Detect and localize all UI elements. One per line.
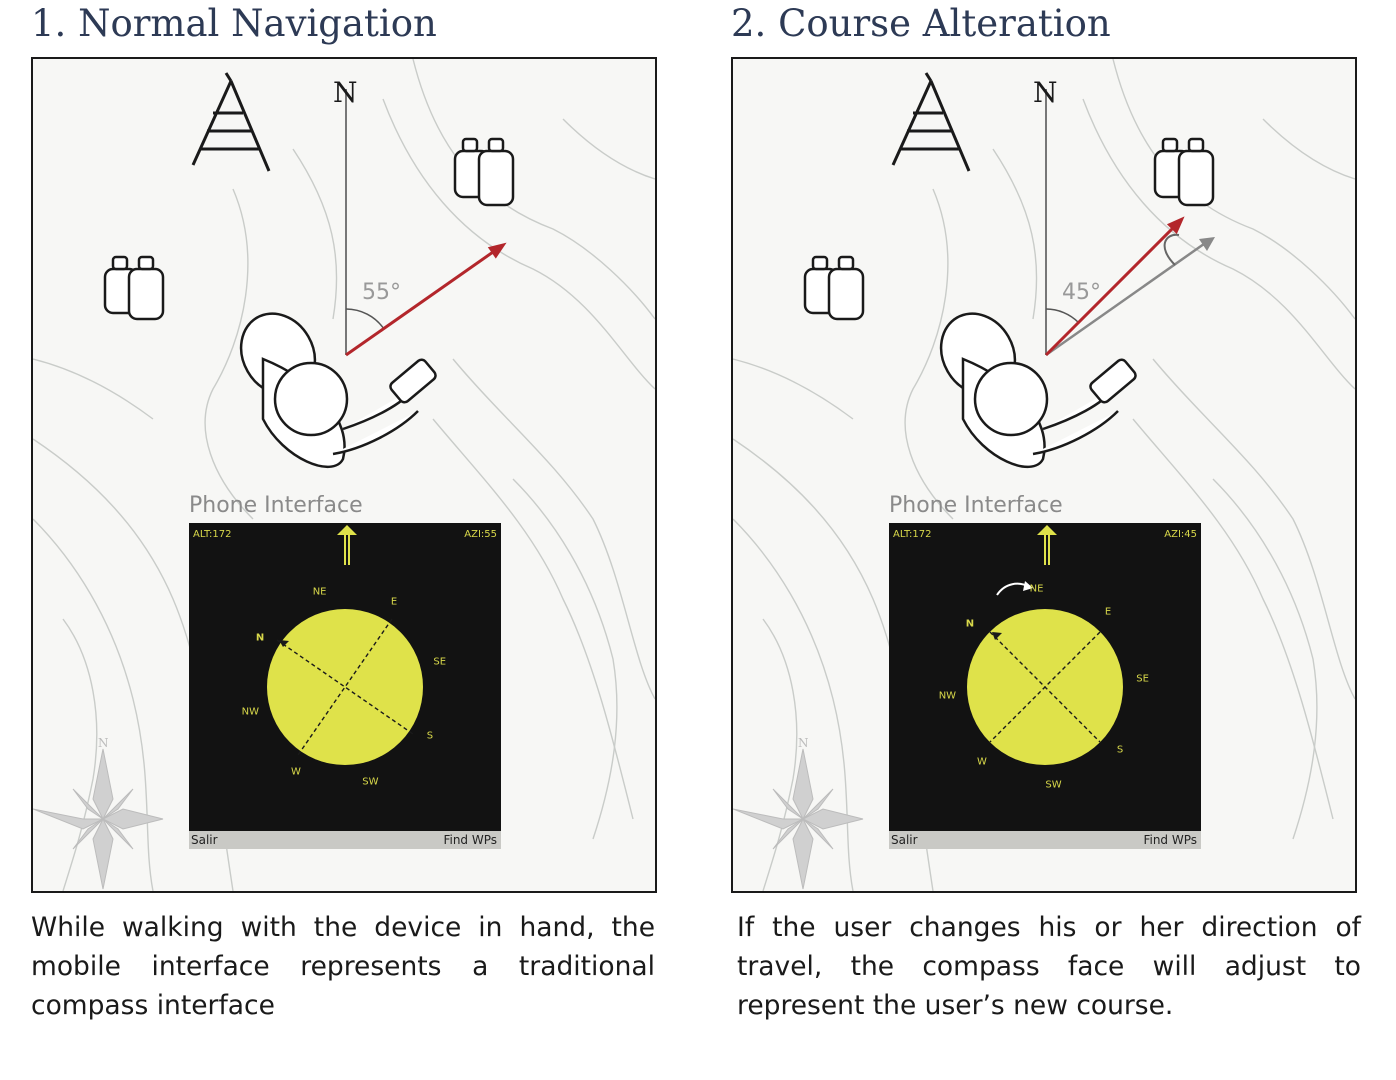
panel-2-figure: N N 45° Phone Interface bbox=[731, 57, 1357, 893]
altitude-readout: ALT:172 bbox=[193, 529, 232, 540]
compass-direction-e: E bbox=[1104, 606, 1112, 618]
compass-direction-nw: NW bbox=[241, 706, 259, 718]
compass-direction-e: E bbox=[390, 596, 398, 608]
azimuth-readout: AZI:45 bbox=[1164, 529, 1197, 540]
tower-icon bbox=[191, 72, 271, 172]
north-label: N bbox=[1033, 76, 1058, 109]
compass-direction-se: SE bbox=[1136, 673, 1149, 684]
softkey-find-wps-button[interactable]: Find WPs bbox=[443, 833, 497, 847]
heading-arrow bbox=[1044, 219, 1182, 357]
panel-1-scene: N N 55° bbox=[33, 59, 655, 891]
compass-direction-w: W bbox=[977, 756, 987, 768]
rotation-hint-arrowhead-icon bbox=[1023, 581, 1033, 591]
compass-direction-ne: NE bbox=[312, 586, 327, 598]
softkey-salir-button[interactable]: Salir bbox=[191, 833, 218, 847]
panel-1-caption: While walking with the device in hand, t… bbox=[31, 912, 655, 1021]
compass-direction-s: S bbox=[1116, 744, 1124, 756]
angle-arc bbox=[345, 308, 385, 330]
water-jugs-icon bbox=[1153, 137, 1215, 207]
top-heading-arrow-icon bbox=[337, 525, 357, 535]
compass-direction-sw: SW bbox=[1045, 779, 1062, 791]
water-jugs-icon bbox=[453, 137, 515, 207]
compass-rose-icon bbox=[733, 748, 864, 890]
terrain-contours bbox=[33, 59, 655, 891]
phone-interface: ALT:172 AZI:45 N NE E SE S SW W NW Salir Find W… bbox=[889, 523, 1201, 849]
softkey-salir-button[interactable]: Salir bbox=[891, 833, 918, 847]
compass-rose-icon bbox=[33, 748, 164, 890]
softkey-bar: Salir Find WPs bbox=[189, 831, 501, 849]
panel-1-title: 1. Normal Navigation bbox=[31, 2, 437, 45]
compass-north-pointer-icon bbox=[279, 640, 289, 647]
panel-1-figure: N N 55° Phone Interface ALT:172 bbox=[31, 57, 657, 893]
rotation-indicator-icon bbox=[1163, 233, 1180, 266]
previous-heading-arrowhead bbox=[1199, 237, 1215, 251]
angle-label: 55° bbox=[362, 280, 401, 305]
heading-arrowhead bbox=[487, 242, 507, 259]
softkey-bar: Salir Find WPs bbox=[889, 831, 1201, 849]
north-label: N bbox=[333, 76, 358, 109]
panel-2-caption: If the user changes his or her direction… bbox=[737, 912, 1361, 1021]
person-figure bbox=[239, 312, 437, 469]
water-jugs-icon-left bbox=[803, 255, 865, 321]
tower-icon bbox=[891, 72, 971, 172]
azimuth-readout: AZI:55 bbox=[464, 529, 497, 540]
phone-compass-graphic bbox=[267, 525, 423, 765]
compass-direction-se: SE bbox=[433, 656, 447, 668]
angle-label: 45° bbox=[1062, 280, 1101, 305]
phone-interface-label: Phone Interface bbox=[189, 493, 363, 518]
phone-compass-graphic bbox=[967, 525, 1123, 765]
compass-direction-sw: SW bbox=[362, 776, 379, 788]
terrain-contours bbox=[733, 59, 1355, 891]
compass-rose-north-label: N bbox=[98, 736, 109, 750]
angle-arc bbox=[1045, 308, 1080, 324]
compass-direction-s: S bbox=[426, 730, 434, 742]
compass-face bbox=[267, 609, 423, 765]
compass-north-pointer-icon bbox=[992, 632, 1002, 640]
person-figure bbox=[939, 312, 1137, 469]
altitude-readout: ALT:172 bbox=[893, 529, 932, 540]
softkey-find-wps-button[interactable]: Find WPs bbox=[1143, 833, 1197, 847]
compass-needles bbox=[989, 631, 1101, 743]
panel-2-scene: N N 45° bbox=[733, 59, 1355, 891]
phone-interface: ALT:172 AZI:55 N NE E SE S SW W NW Salir Find W… bbox=[189, 523, 501, 849]
heading-arrow bbox=[345, 244, 503, 357]
water-jugs-icon-left bbox=[103, 255, 165, 321]
compass-direction-nw: NW bbox=[938, 690, 957, 701]
compass-direction-n: N bbox=[965, 618, 975, 630]
compass-direction-n: N bbox=[255, 632, 265, 644]
compass-direction-w: W bbox=[291, 766, 301, 778]
top-heading-arrow-icon bbox=[1037, 525, 1057, 535]
compass-rose-north-label: N bbox=[798, 736, 809, 750]
compass-direction-ne: NE bbox=[1029, 583, 1044, 595]
panel-2-title: 2. Course Alteration bbox=[731, 2, 1111, 45]
heading-arrowhead bbox=[1166, 216, 1185, 235]
phone-interface-label: Phone Interface bbox=[889, 493, 1063, 518]
previous-heading-arrow bbox=[1045, 237, 1212, 357]
